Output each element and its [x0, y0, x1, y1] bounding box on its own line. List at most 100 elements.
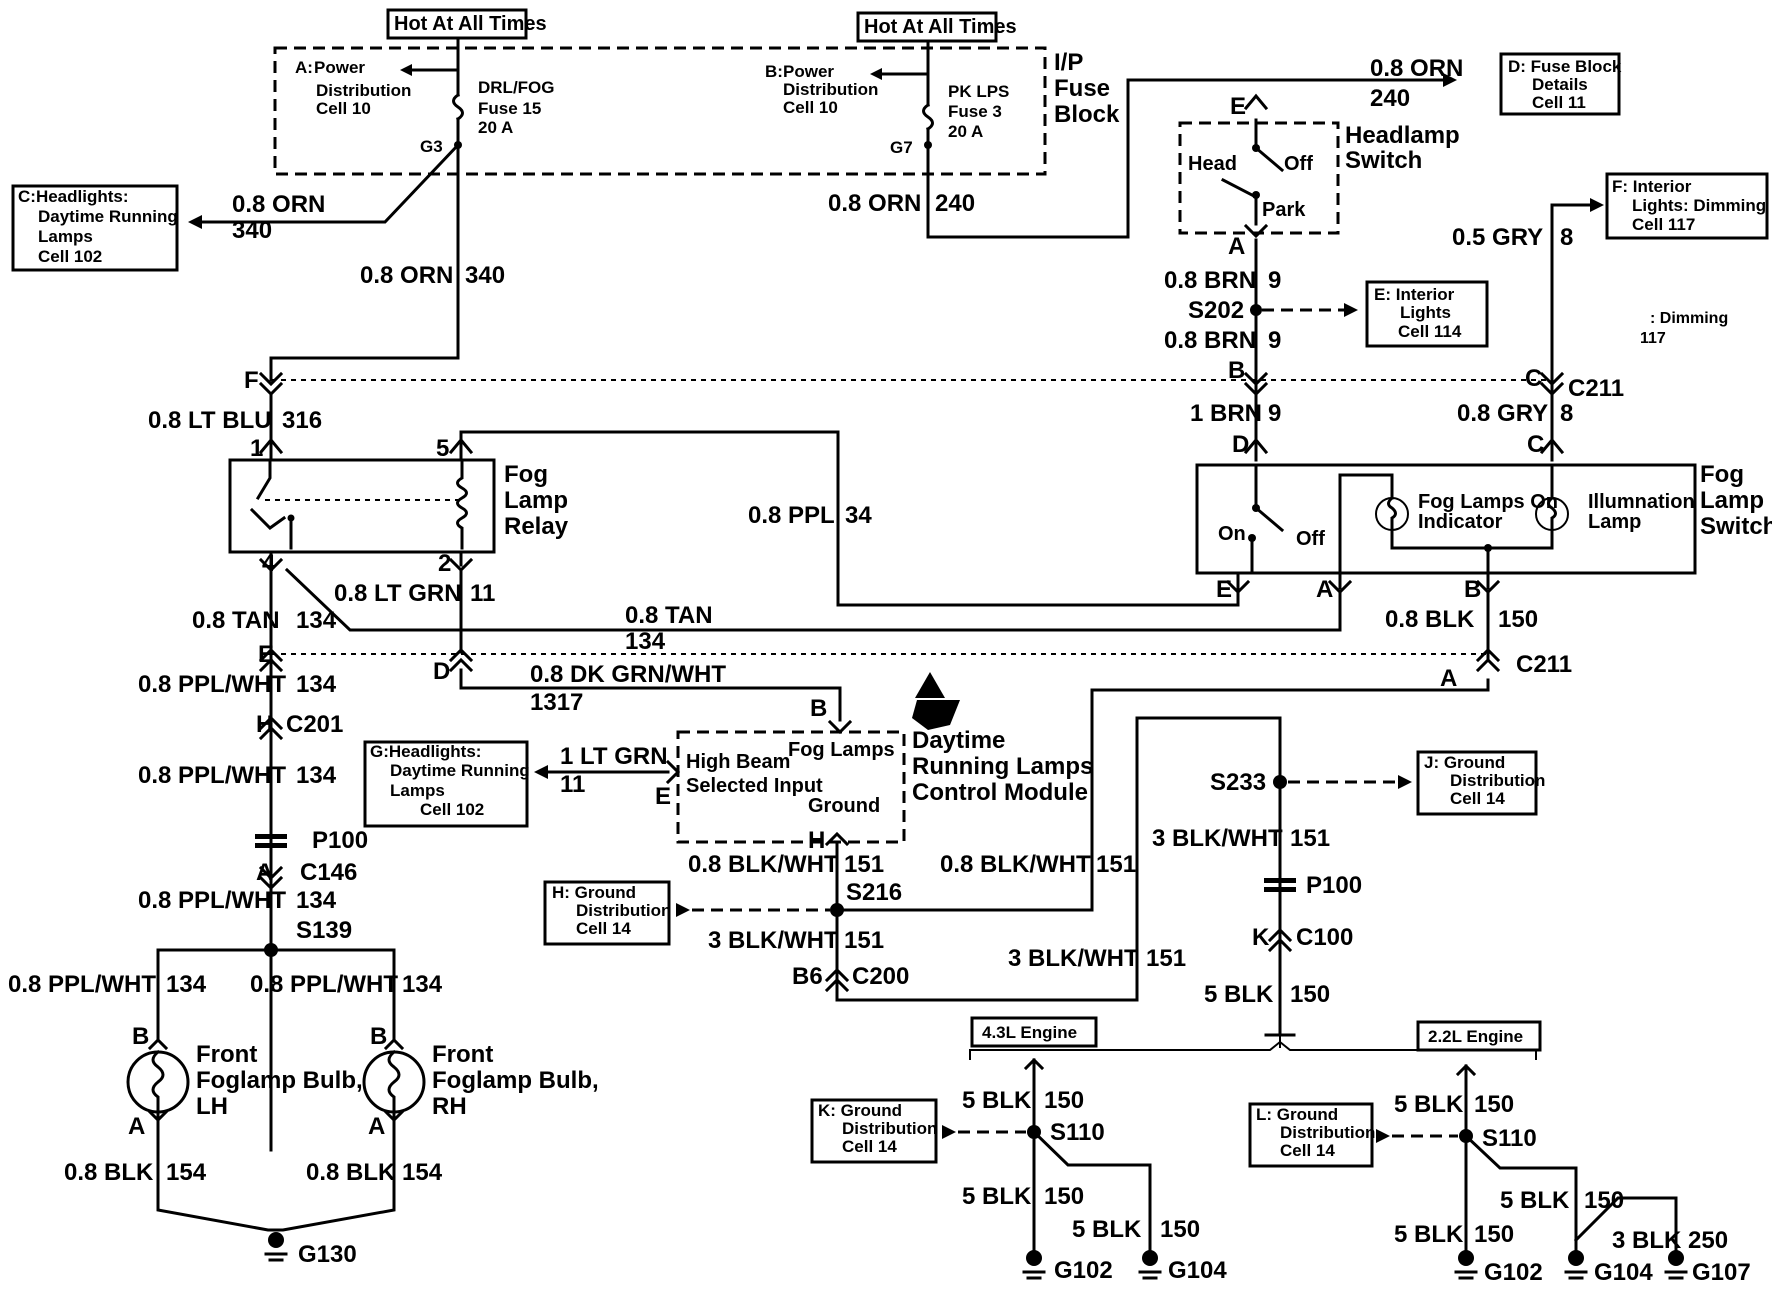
wire-label-134c: 134 [296, 671, 337, 698]
wire-label-orn-340b: 0.8 ORN [360, 262, 453, 289]
wire-label-150b: 150 [1290, 981, 1330, 1008]
connector-pin-f: F [244, 367, 259, 394]
headlamp-switch-label-2: Switch [1345, 147, 1422, 174]
engine-43l-box [970, 1016, 1098, 1048]
fog-switch-pin-a: A [1316, 576, 1333, 603]
headlights-drl-box-g [363, 740, 529, 828]
fuse15-name: DRL/FOG [478, 78, 555, 97]
fuse-block-details-1: D: Fuse Block [1508, 57, 1622, 76]
bulb-lh-label-1: Front [196, 1041, 257, 1068]
fog-switch-label-3: Switch [1700, 513, 1772, 540]
relay-pin-5: 5 [436, 435, 449, 462]
headlamp-switch: Head Off Park E A Headlamp Switch [1178, 93, 1460, 260]
headlights-g-2: Daytime Running [390, 761, 530, 780]
connector-c211-pin-d: D [433, 658, 450, 685]
wire-label-151a: 151 [844, 851, 884, 878]
connector-pin-c: C [1525, 365, 1542, 392]
wire-tan-134 [284, 567, 1342, 632]
pd-a-line1: Power [314, 58, 365, 77]
pd-a-line2: Distribution [316, 81, 411, 100]
wire-label-150h: 150 [1474, 1221, 1514, 1248]
splice-label-s110b: S110 [1482, 1125, 1537, 1152]
drl-title-3: Control Module [912, 779, 1088, 806]
fog-switch-illum-2: Lamp [1588, 511, 1641, 533]
drl-high-beam-2: Selected Input [686, 775, 823, 797]
ground-label-g107: G107 [1692, 1259, 1751, 1286]
wire-label-blk154b: 0.8 BLK [306, 1159, 396, 1186]
wire-label-blk150g: 5 BLK [1500, 1187, 1570, 1214]
wire-label-ppl34: 0.8 PPL [748, 502, 835, 529]
ground-label-g102b: G102 [1484, 1259, 1543, 1286]
splice-s233 [1273, 775, 1287, 789]
splice-s202 [1250, 304, 1262, 316]
engine-43l-label: 4.3L Engine [982, 1023, 1077, 1042]
wire-label-134f: 134 [166, 971, 207, 998]
drl-title-1: Daytime [912, 727, 1005, 754]
wire-label-pplwht2: 0.8 PPL/WHT [138, 762, 286, 789]
interior-lights-f-1: F: Interior [1612, 177, 1692, 196]
wire-label-11b: 11 [560, 771, 585, 798]
pd-b-line1: Power [783, 62, 834, 81]
ground-l-3: Cell 14 [1280, 1141, 1335, 1160]
bulb-rh-label-3: RH [432, 1093, 467, 1120]
wire-label-134e: 134 [296, 887, 337, 914]
fuse15-rating: 20 A [478, 118, 513, 137]
wire-label-150c: 150 [1044, 1087, 1084, 1114]
drl-pin-b: B [810, 695, 827, 722]
ground-distribution-box-l [1248, 1102, 1374, 1168]
interior-lights-f-2: Lights: Dimming [1632, 196, 1766, 215]
ground-symbol-g104-22l [1564, 1250, 1588, 1280]
bulb-lh-label-3: LH [196, 1093, 228, 1120]
drl-title-2: Running Lamps [912, 753, 1093, 780]
wire-label-150g: 150 [1584, 1187, 1624, 1214]
ground-distribution-box-h [543, 880, 671, 946]
fuse-block-details-box [1499, 52, 1621, 116]
wire-label-blk150a: 0.8 BLK [1385, 606, 1475, 633]
headlamp-switch-label-1: Headlamp [1345, 122, 1460, 149]
connector-label-c211a: C211 [1568, 375, 1624, 402]
wire-label-8b: 8 [1560, 400, 1573, 427]
fog-switch-indicator-1: Fog Lamps On [1418, 491, 1558, 513]
wire-label-134a: 134 [296, 607, 337, 634]
ground-distribution-box-k [810, 1098, 938, 1164]
fog-relay-label-1: Fog [504, 461, 548, 488]
ip-fuse-block-label-1: I/P [1054, 49, 1083, 76]
splice-label-s233: S233 [1210, 769, 1266, 796]
fog-switch-pin-d: D [1232, 431, 1249, 458]
fog-lamp-switch: On Off Fog Lamps On Indicator Illumnatio… [1195, 437, 1697, 595]
fog-relay-label-2: Lamp [504, 487, 568, 514]
wire-label-pplwht1: 0.8 PPL/WHT [138, 671, 286, 698]
wire-label-34: 34 [845, 502, 872, 529]
wire-label-151c: 151 [1290, 825, 1330, 852]
wire-label-gry8a: 0.5 GRY [1452, 224, 1543, 251]
splice-label-s139: S139 [296, 917, 352, 944]
wire-label-151e: 151 [1146, 945, 1186, 972]
wire-label-blk150h: 5 BLK [1394, 1221, 1464, 1248]
dimming-note-2: 117 [1640, 330, 1666, 347]
fog-switch-label-1: Fog [1700, 461, 1744, 488]
bulb-rh-pin-a: A [368, 1113, 385, 1140]
wire-label-blk5: 5 BLK [1204, 981, 1274, 1008]
ground-l-2: Distribution [1280, 1123, 1375, 1142]
bulb-lh-pin-b: B [132, 1023, 149, 1050]
wire-label-154b: 154 [402, 1159, 443, 1186]
wire-label-ltgrn1: 1 LT GRN [560, 743, 668, 770]
g3-pin: G3 [420, 137, 443, 156]
connector-pin-b: B [1228, 357, 1245, 384]
splice-label-s216: S216 [846, 879, 902, 906]
ground-symbol-g102-43l [1022, 1250, 1046, 1280]
ground-j-3: Cell 14 [1450, 789, 1505, 808]
splice-s216 [830, 903, 844, 917]
fuse3-name: PK LPS [948, 82, 1009, 101]
g7-pin: G7 [890, 138, 913, 157]
wire-label-340b: 340 [465, 262, 505, 289]
relay-pin-4: 4 [262, 550, 276, 577]
drl-pin-e: E [655, 783, 671, 810]
headlights-c-3: Lamps [38, 227, 93, 246]
ground-k-3: Cell 14 [842, 1137, 897, 1156]
pd-b-line3: Cell 10 [783, 98, 838, 117]
ground-j-1: J: Ground [1424, 753, 1505, 772]
headlights-c-1: C:Headlights: [18, 187, 129, 206]
wire-orn-240 [926, 78, 1447, 239]
wire-label-tan-b: 0.8 TAN [625, 602, 713, 629]
